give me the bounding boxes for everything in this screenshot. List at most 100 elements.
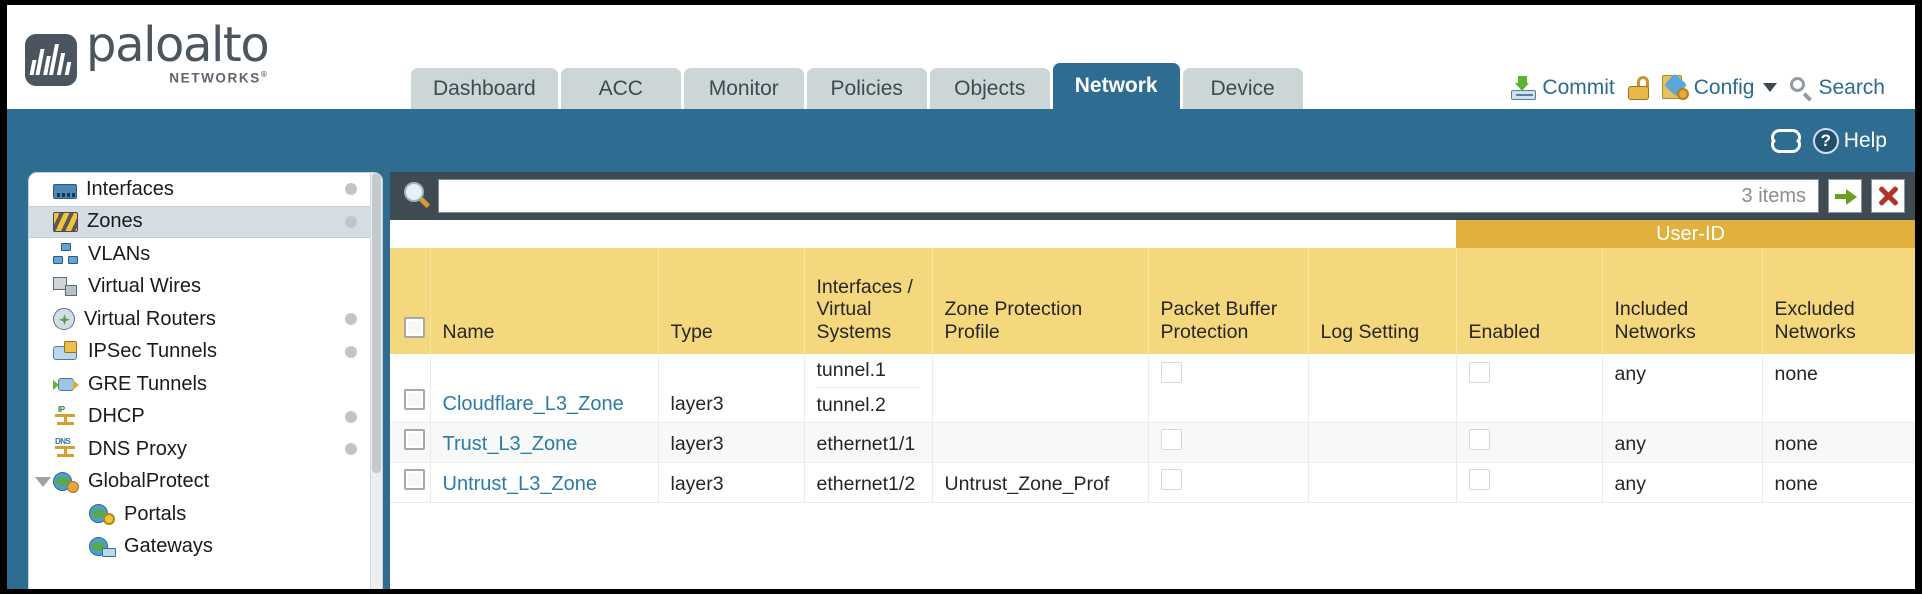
col-header-excluded-networks[interactable]: Excluded Networks	[1762, 248, 1915, 354]
userid-enabled-checkbox[interactable]	[1468, 469, 1490, 490]
search-button[interactable]: Search	[1790, 76, 1885, 102]
sidebar-scrollbar-thumb[interactable]	[372, 173, 381, 473]
sidebar-item-gre-tunnels[interactable]: GRE Tunnels	[29, 368, 382, 401]
sidebar-scrollbar[interactable]	[370, 173, 382, 589]
chevron-down-icon	[1763, 83, 1778, 92]
userid-enabled-checkbox[interactable]	[1468, 429, 1490, 450]
sidebar-item-gateways[interactable]: Gateways	[29, 531, 382, 564]
sidebar-item-zones[interactable]: Zones	[29, 205, 382, 238]
row-select-cell[interactable]	[390, 354, 431, 423]
userid-enabled-checkbox[interactable]	[1468, 362, 1490, 383]
config-wrench-icon	[1661, 73, 1689, 100]
row-checkbox[interactable]	[404, 389, 425, 410]
sidebar-item-dns-proxy[interactable]: DNS DNS Proxy	[29, 433, 382, 466]
cell-type: layer3	[658, 462, 805, 503]
interfaces-icon	[53, 183, 77, 199]
cell-name[interactable]: Cloudflare_L3_Zone	[430, 354, 659, 423]
status-dot	[345, 215, 357, 228]
zones-icon	[53, 212, 78, 233]
tab-objects[interactable]: Objects	[929, 68, 1050, 109]
tab-monitor[interactable]: Monitor	[683, 68, 804, 109]
packet-buffer-checkbox[interactable]	[1160, 469, 1182, 490]
table-row[interactable]: Cloudflare_L3_Zone layer3 tunnel.1 tunne…	[390, 354, 1915, 423]
cell-interfaces: ethernet1/2	[804, 462, 933, 503]
clear-filter-button[interactable]	[1871, 179, 1905, 213]
tab-acc[interactable]: ACC	[560, 68, 681, 109]
lock-button[interactable]	[1627, 75, 1649, 100]
select-all-checkbox[interactable]	[404, 317, 425, 339]
refresh-icon[interactable]	[1770, 128, 1801, 153]
cell-packet-buffer-protection[interactable]	[1148, 422, 1309, 463]
sidebar-item-interfaces[interactable]: Interfaces	[29, 173, 382, 206]
col-header-zone-protection-profile[interactable]: Zone Protection Profile	[932, 248, 1149, 354]
sidebar-item-ipsec-tunnels[interactable]: IPSec Tunnels	[29, 336, 382, 369]
tab-network[interactable]: Network	[1052, 63, 1180, 109]
search-icon	[1790, 76, 1813, 102]
help-button[interactable]: ? Help	[1812, 127, 1887, 154]
search-input[interactable]	[451, 181, 1742, 211]
row-checkbox[interactable]	[404, 429, 425, 450]
cell-packet-buffer-protection[interactable]	[1148, 462, 1309, 503]
sidebar-item-vlans[interactable]: VLANs	[29, 238, 382, 271]
tab-device[interactable]: Device	[1182, 68, 1303, 109]
apply-filter-button[interactable]	[1828, 179, 1862, 213]
cell-userid-enabled[interactable]	[1456, 462, 1603, 503]
table-row[interactable]: Untrust_L3_Zone layer3 ethernet1/2 Untru…	[390, 462, 1915, 503]
sidebar-item-label: Virtual Wires	[88, 275, 201, 298]
tab-dashboard[interactable]: Dashboard	[411, 68, 558, 109]
cell-name[interactable]: Trust_L3_Zone	[430, 422, 659, 463]
col-header-included-networks[interactable]: Included Networks	[1602, 248, 1763, 354]
header-actions: Commit Config Search	[1511, 73, 1885, 102]
sidebar-item-virtual-routers[interactable]: Virtual Routers	[29, 303, 382, 336]
sidebar-item-dhcp[interactable]: IP DHCP	[29, 401, 382, 434]
col-header-interfaces[interactable]: Interfaces / Virtual Systems	[804, 248, 933, 354]
table-header-row: Name Type Interfaces / Virtual Systems Z…	[390, 248, 1915, 354]
col-header-type[interactable]: Type	[658, 248, 805, 354]
group-header-spacer	[390, 220, 1456, 248]
zones-table-body: Cloudflare_L3_Zone layer3 tunnel.1 tunne…	[390, 354, 1915, 503]
commit-button[interactable]: Commit	[1511, 75, 1615, 100]
zone-name-link[interactable]: Untrust_L3_Zone	[442, 473, 598, 495]
sidebar-item-portals[interactable]: Portals	[29, 498, 382, 531]
config-menu[interactable]: Config	[1661, 73, 1778, 100]
col-header-enabled[interactable]: Enabled	[1456, 248, 1603, 354]
collapse-triangle-icon[interactable]	[35, 476, 51, 487]
cell-name[interactable]: Untrust_L3_Zone	[430, 462, 659, 503]
sidebar-item-label: GRE Tunnels	[88, 372, 207, 395]
cell-log-setting	[1308, 462, 1457, 503]
select-all-header[interactable]	[390, 248, 431, 354]
packet-buffer-checkbox[interactable]	[1160, 429, 1182, 450]
cell-excluded-networks: none	[1762, 422, 1915, 463]
cell-packet-buffer-protection[interactable]	[1148, 354, 1309, 423]
table-row[interactable]: Trust_L3_Zone layer3 ethernet1/1	[390, 422, 1915, 463]
sub-header-actions: ? Help	[1770, 127, 1887, 154]
sidebar-item-virtual-wires[interactable]: Virtual Wires	[29, 271, 382, 304]
cell-excluded-networks: none	[1762, 354, 1915, 423]
virtual-routers-icon	[53, 308, 75, 331]
cell-interfaces: tunnel.1 tunnel.2	[804, 354, 933, 423]
sidebar-item-label: Gateways	[124, 535, 213, 558]
col-header-log-setting[interactable]: Log Setting	[1308, 248, 1457, 354]
cell-userid-enabled[interactable]	[1456, 354, 1603, 423]
sidebar-item-globalprotect[interactable]: GlobalProtect	[29, 466, 382, 499]
sidebar-item-label: DHCP	[88, 405, 145, 428]
tab-policies[interactable]: Policies	[806, 68, 927, 109]
col-header-name[interactable]: Name	[430, 248, 659, 354]
config-label: Config	[1693, 75, 1755, 99]
row-select-cell[interactable]	[390, 422, 431, 463]
packet-buffer-checkbox[interactable]	[1160, 362, 1182, 383]
search-field-container[interactable]: 3 items	[438, 179, 1819, 213]
zone-name-link[interactable]: Cloudflare_L3_Zone	[442, 393, 624, 415]
filter-search-icon[interactable]	[402, 181, 432, 211]
zone-name-link[interactable]: Trust_L3_Zone	[442, 433, 578, 455]
vlans-icon	[53, 243, 79, 265]
col-header-packet-buffer-protection[interactable]: Packet Buffer Protection	[1148, 248, 1309, 354]
sidebar-item-label: Virtual Routers	[84, 307, 216, 330]
cell-userid-enabled[interactable]	[1456, 422, 1603, 463]
commit-icon	[1511, 75, 1537, 100]
cell-zone-protection-profile: Untrust_Zone_Prof	[932, 462, 1149, 503]
row-select-cell[interactable]	[390, 462, 431, 503]
cell-included-networks: any	[1602, 422, 1763, 463]
row-checkbox[interactable]	[404, 469, 425, 490]
app-window: paloalto NETWORKS® Dashboard ACC Monitor…	[7, 5, 1915, 589]
